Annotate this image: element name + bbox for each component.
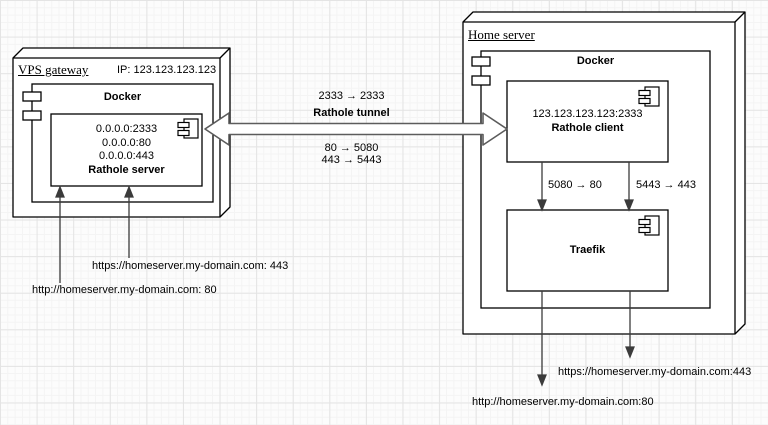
- rathole-client-name: Rathole client: [551, 121, 624, 134]
- rathole-client-box: [506, 80, 669, 163]
- traefik-box: [506, 209, 669, 292]
- rathole-client-remote: 123.123.123.123:2333: [532, 108, 643, 120]
- arrow-traefik-out-http: [537, 291, 547, 387]
- rathole-tunnel-arrow: [204, 112, 508, 146]
- portmap-5443-label: 5443 → 443: [636, 179, 696, 191]
- home-node-title: Home server: [468, 27, 535, 42]
- home-docker-component-tabs: [471, 56, 491, 86]
- home-server-node-shape: [462, 11, 746, 335]
- vps-node-title: VPS gateway: [18, 62, 89, 77]
- routed-https-label: https://homeserver.my-domain.com:443: [558, 366, 752, 378]
- routed-http-label: http://homeserver.my-domain.com:80: [472, 396, 654, 408]
- arrow-client-to-traefik-5080: [537, 162, 547, 212]
- arrow-traefik-out-https: [625, 291, 635, 359]
- tunnel-forward-443-label: 443 → 5443: [321, 154, 382, 166]
- home-docker-box: [480, 50, 711, 309]
- arrow-http-to-rathole-server: [55, 185, 65, 283]
- rathole-client-component-icon: [638, 86, 660, 107]
- incoming-http-label: http://homeserver.my-domain.com: 80: [32, 284, 217, 296]
- vps-gateway-node-shape: [12, 47, 231, 218]
- vps-ip-label: IP: 123.123.123.123: [117, 64, 217, 76]
- arrow-https-to-rathole-server: [124, 185, 134, 258]
- traefik-component-icon: [638, 215, 660, 236]
- rathole-server-text: 0.0.0.0:2333 0.0.0.0:80 0.0.0.0:443 Rath…: [51, 114, 202, 186]
- rathole-server-name: Rathole server: [88, 163, 165, 176]
- incoming-https-label: https://homeserver.my-domain.com: 443: [92, 260, 289, 272]
- rathole-server-binding: 0.0.0.0:80: [102, 136, 151, 149]
- rathole-client-text: 123.123.123.123:2333 Rathole client: [507, 81, 668, 162]
- rathole-server-component-icon: [177, 118, 199, 139]
- vps-docker-label: Docker: [103, 91, 142, 103]
- tunnel-name-label: Rathole tunnel: [313, 107, 390, 119]
- tunnel-control-ports-label: 2333 → 2333: [318, 90, 385, 102]
- vps-docker-component-tabs: [22, 91, 42, 121]
- rathole-server-binding: 0.0.0.0:443: [98, 150, 155, 162]
- portmap-5080-label: 5080 → 80: [548, 179, 602, 191]
- rathole-server-binding: 0.0.0.0:2333: [95, 123, 158, 135]
- traefik-name: Traefik: [569, 243, 606, 256]
- arrow-client-to-traefik-5443: [624, 162, 634, 212]
- home-docker-label: Docker: [576, 55, 615, 67]
- rathole-server-box: [50, 113, 203, 187]
- vps-docker-box: [31, 83, 214, 203]
- tunnel-forward-80-label: 80 → 5080: [324, 142, 379, 154]
